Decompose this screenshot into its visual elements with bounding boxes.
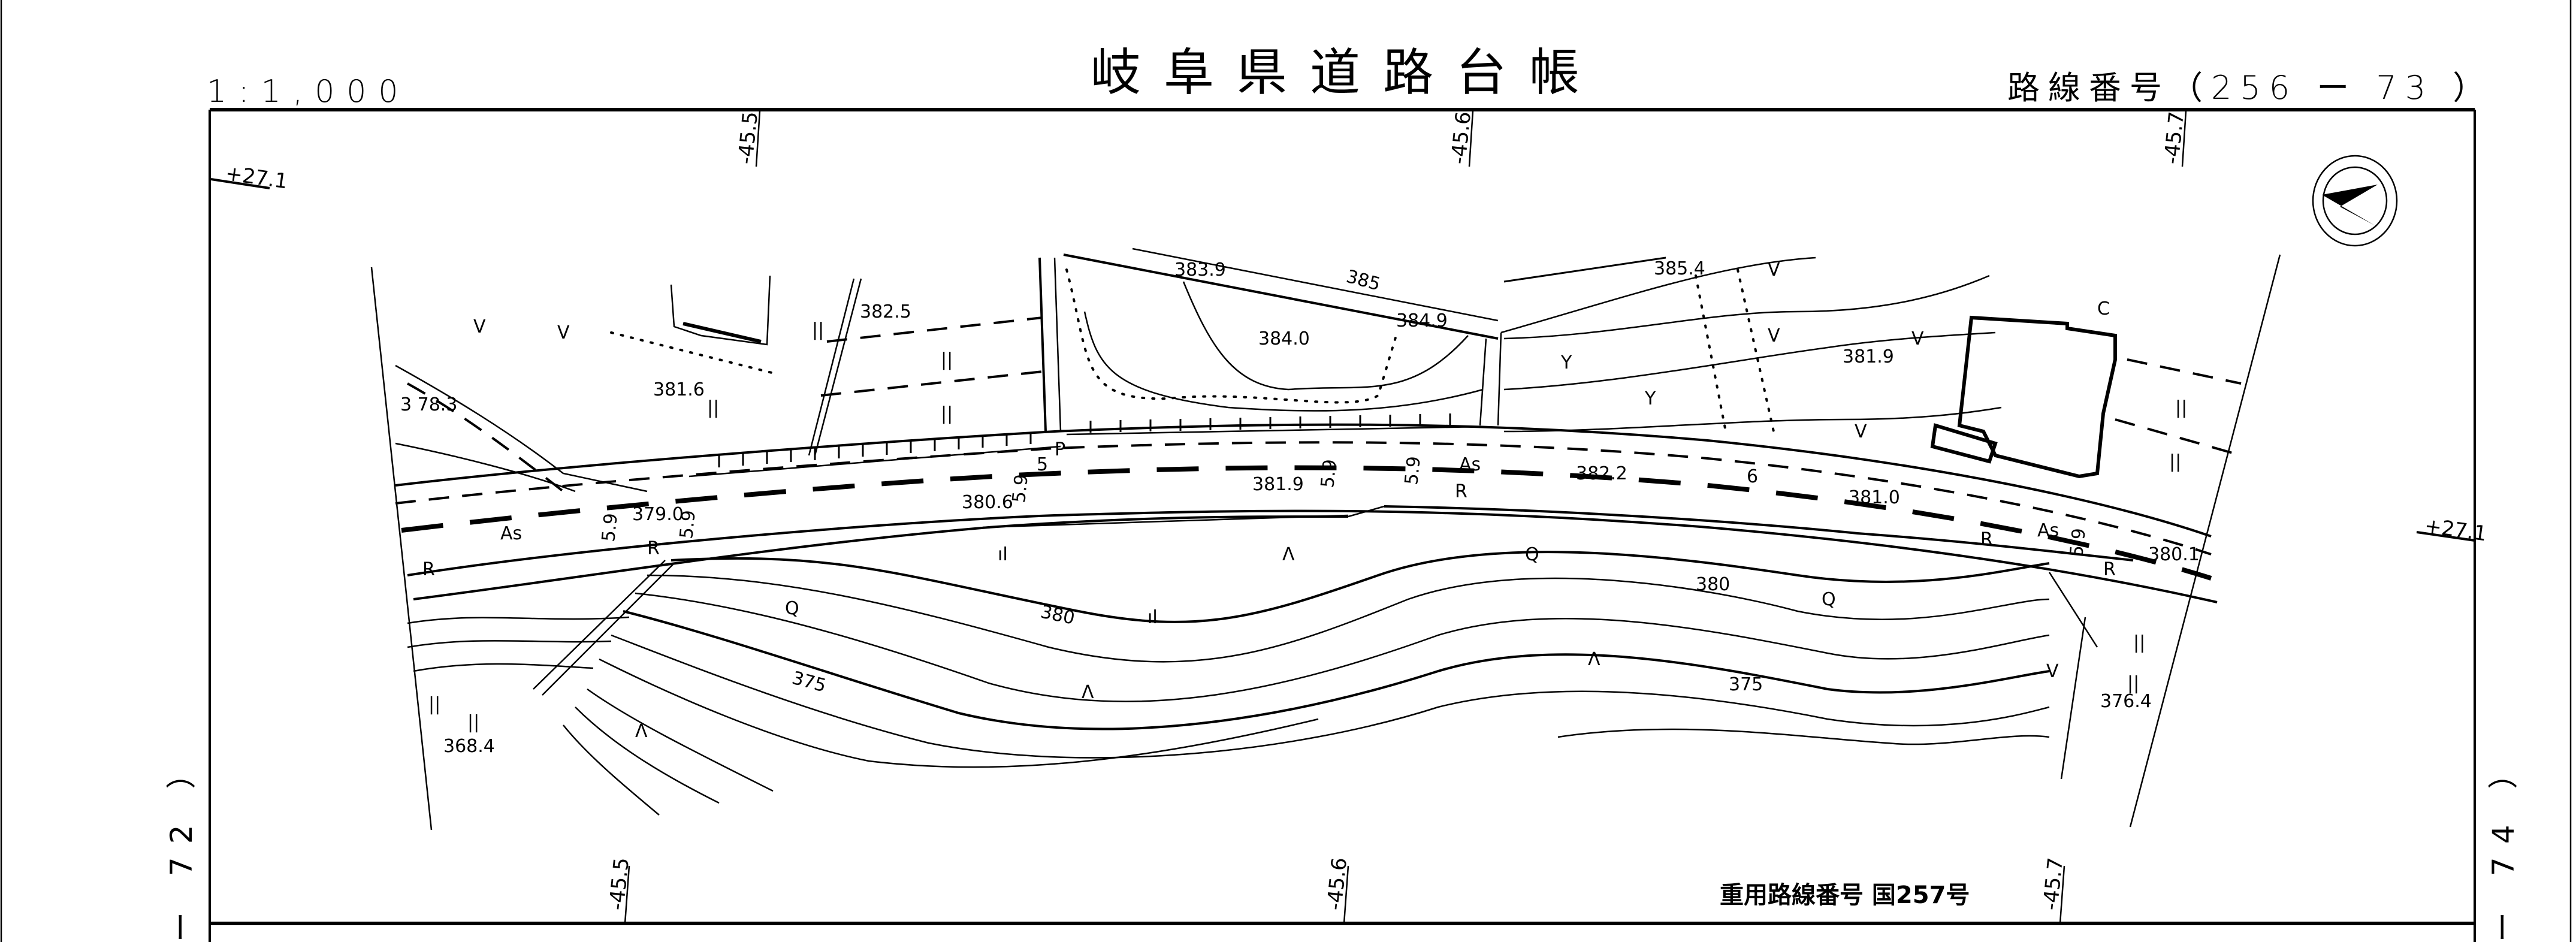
width-label: 5.9 [598,512,622,543]
paddy-symbol: || [812,319,824,340]
elevation: 381.0 [1849,487,1900,508]
roadside-label: R [1455,481,1467,502]
next-sheet: ー 74 ） [2486,746,2521,942]
station-bottom-45-5: -45.5 [605,856,634,911]
elevation: 384.9 [1396,310,1448,331]
width-label: 6 [1747,466,1758,487]
building-symbol: C [2097,298,2110,319]
roadside-label: R [647,538,660,559]
mulberry-symbol: Y [1560,352,1572,373]
elevation: 382.2 [1576,463,1627,484]
station-bottom-45-6: -45.6 [1322,856,1352,911]
overlap-route-number: 重用路線番号 国257号 [1720,881,1970,909]
elevation: 380 [1038,602,1076,629]
width-label: 5.9 [1317,458,1341,489]
paddy-symbol: || [467,712,479,733]
offset-right: +27.1 [2423,514,2489,546]
paddy-symbol: || [707,397,719,418]
elevation: 375 [790,668,828,697]
pavement-label: As [500,523,522,544]
north-features [395,247,2242,493]
station-bottom-45-7: -45.7 [2039,856,2068,911]
width-label: 5.9 [676,509,700,540]
survey-boundary-right [2129,254,2281,828]
elevation: 368.4 [443,736,495,757]
roadside-label: R [422,559,435,580]
elevation: 381.6 [653,379,705,400]
field-symbol: V [557,322,570,343]
offset-left: +27.1 [224,161,289,194]
station-top-45-6: -45.6 [1446,110,1476,165]
ditch-left [533,560,666,690]
field-symbol: V [1911,328,1924,349]
wasteland-symbol: ıl [998,544,1008,565]
embankment-hatch [688,413,1481,478]
contour-lines [407,551,2050,816]
pavement-label: As [2037,520,2059,541]
ditch-right-2 [2060,617,2086,780]
parking-label: P [1055,439,1065,460]
elevation: 380.6 [962,492,1013,513]
paddy-symbol: || [2133,632,2145,653]
road-labels: As As As R R R R R 5.9 5.9 5.9 5.9 5 6 5… [422,439,2116,580]
elevation: 383.9 [1174,259,1226,280]
roadside-label: R [2103,559,2116,580]
orchard-symbol: Q [1822,589,1836,610]
paddy-symbol: || [941,403,953,424]
width-label: 5 [1037,454,1048,475]
elevation-labels: 383.9 385 384.9 384.0 385.4 382.5 381.6 … [400,258,2200,757]
forest-symbol: Λ [1282,544,1295,565]
field-symbol: V [1768,259,1780,280]
forest-symbol: Λ [1082,682,1094,703]
scale-label: 1:1,000 [207,74,410,110]
elevation: 382.5 [860,301,911,322]
elevation: 384.0 [1258,328,1310,349]
land-use-symbols: || || || || || || || || || || V V V V V … [428,259,2187,742]
forest-symbol: Λ [635,721,648,742]
elevation: 380.1 [2148,544,2200,565]
north-arrow-icon [2312,155,2398,247]
route-number: 路線番号（256 ー 73 ） [2007,69,2493,107]
orchard-symbol: Q [785,598,799,619]
width-label: 5.9 [1401,455,1425,486]
elevation: 380 [1696,574,1730,595]
elevation: 381.9 [1252,474,1304,495]
survey-boundary-left [370,267,433,831]
roadside-label: R [1980,529,1993,550]
elevation: 379.0 [632,504,684,525]
elevation: 376.4 [2100,691,2152,712]
wasteland-symbol: ıl [1147,607,1158,628]
field-symbol: V [1768,325,1780,346]
field-symbol: V [473,316,486,337]
paddy-symbol: || [2169,451,2181,472]
ditch-left-2 [542,563,675,696]
elevation: 381.9 [1843,346,1894,367]
width-label: 5.9 [1008,473,1032,504]
width-label: 5.9 [2066,527,2090,558]
orchard-symbol: Q [1525,544,1539,565]
elevation: 3 78.3 [400,394,457,415]
paddy-symbol: || [941,349,953,370]
ditch-right [2048,572,2098,648]
map-title: 岐阜県道路台帳 [1091,43,1602,102]
forest-symbol: Λ [1588,649,1600,670]
field-symbol: V [1855,421,1867,442]
paddy-symbol: || [2175,397,2187,418]
station-ticks-bottom: -45.5 -45.6 -45.7 [605,856,2068,924]
paddy-symbol: || [428,694,440,715]
station-ticks-top: -45.5 -45.6 -45.7 [733,110,2189,167]
paddy-symbol: || [2127,673,2139,694]
station-top-45-7: -45.7 [2160,110,2189,165]
previous-sheet: ー 72 ） [164,746,199,942]
mulberry-symbol: Y [1644,388,1656,409]
field-symbol: V [2046,661,2059,682]
elevation: 385.4 [1654,258,1705,279]
elevation: 375 [1729,674,1763,695]
map-frame [209,0,2572,942]
pavement-label: As [1459,454,1481,475]
station-top-45-5: -45.5 [733,110,763,165]
